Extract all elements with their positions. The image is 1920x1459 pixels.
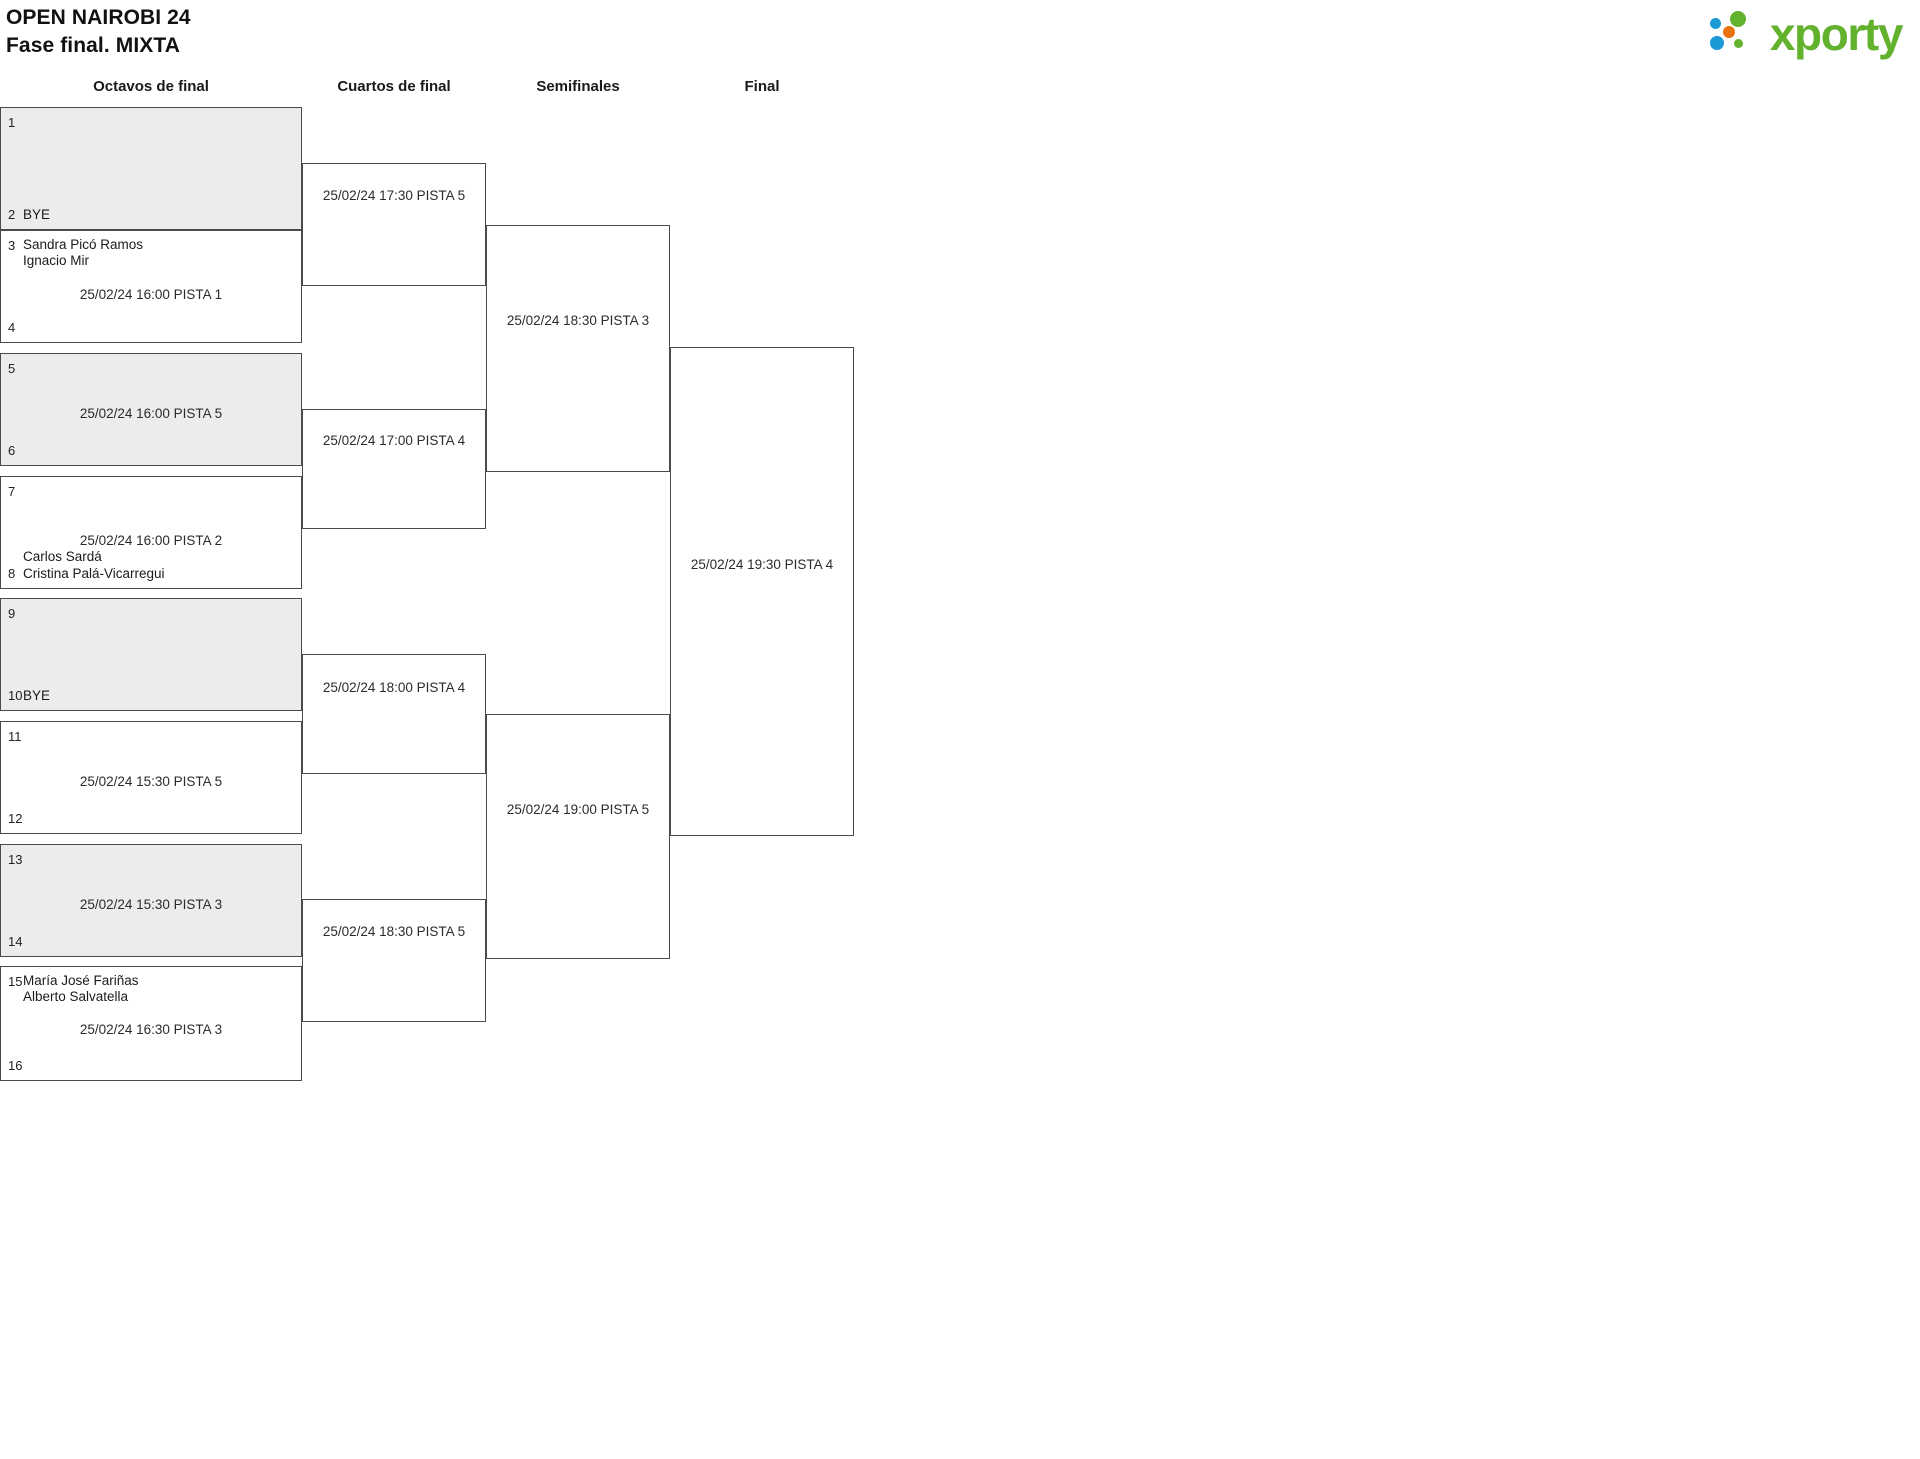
seed-number: 9: [8, 606, 16, 621]
seed-number: 10: [8, 688, 23, 703]
round-header-octavos: Octavos de final: [93, 78, 209, 95]
match-info: 25/02/24 19:30 PISTA 4: [690, 557, 834, 572]
match-info: 25/02/24 19:00 PISTA 5: [506, 802, 650, 817]
logo-wordmark: xporty: [1769, 8, 1904, 60]
seed-number: 8: [8, 566, 16, 581]
phase-title: Fase final. MIXTA: [6, 33, 181, 57]
qf-match-2[interactable]: 25/02/24 17:00 PISTA 4: [302, 409, 486, 529]
seed-number: 13: [8, 852, 23, 867]
match-info: 25/02/24 17:00 PISTA 4: [322, 433, 466, 448]
seed-number: 3: [8, 238, 16, 253]
seed-number: 2: [8, 207, 16, 222]
qf-match-4[interactable]: 25/02/24 18:30 PISTA 5: [302, 899, 486, 1022]
seed-number: 15: [8, 974, 23, 989]
round-header-final: Final: [744, 78, 780, 95]
match-info: 25/02/24 16:00 PISTA 5: [79, 405, 223, 421]
match-info: 25/02/24 17:30 PISTA 5: [322, 188, 466, 203]
qf-match-1[interactable]: 25/02/24 17:30 PISTA 5: [302, 163, 486, 286]
r16-match-8[interactable]: 15 María José Fariñas Alberto Salvatella…: [0, 966, 302, 1081]
sf-match-1[interactable]: 25/02/24 18:30 PISTA 3: [486, 225, 670, 472]
logo-dots-icon: [1709, 10, 1762, 58]
tournament-title: OPEN NAIROBI 24: [6, 6, 191, 29]
final-match[interactable]: 25/02/24 19:30 PISTA 4: [670, 347, 854, 836]
seed-number: 5: [8, 361, 16, 376]
seed-number: 6: [8, 443, 16, 458]
r16-match-6[interactable]: 11 12 25/02/24 15:30 PISTA 5: [0, 721, 302, 834]
seed-number: 12: [8, 811, 23, 826]
r16-match-1[interactable]: 1 2 BYE: [0, 107, 302, 230]
sf-match-2[interactable]: 25/02/24 19:00 PISTA 5: [486, 714, 670, 959]
seed-number: 4: [8, 320, 16, 335]
team-name: BYE: [23, 206, 51, 222]
seed-number: 11: [8, 729, 22, 744]
qf-match-3[interactable]: 25/02/24 18:00 PISTA 4: [302, 654, 486, 774]
team-name: Carlos Sardá Cristina Palá-Vicarregui: [23, 549, 165, 581]
match-info: 25/02/24 18:00 PISTA 4: [322, 680, 466, 695]
page-title: OPEN NAIROBI 24 Fase final. MIXTA: [6, 4, 191, 59]
team-name: María José Fariñas Alberto Salvatella: [23, 973, 139, 1005]
r16-match-3[interactable]: 5 6 25/02/24 16:00 PISTA 5: [0, 353, 302, 466]
r16-match-7[interactable]: 13 14 25/02/24 15:30 PISTA 3: [0, 844, 302, 957]
match-info: 25/02/24 16:00 PISTA 1: [79, 286, 223, 302]
round-header-cuartos: Cuartos de final: [337, 78, 451, 95]
match-info: 25/02/24 16:30 PISTA 3: [79, 1021, 223, 1037]
r16-match-5[interactable]: 9 10 BYE: [0, 598, 302, 711]
match-info: 25/02/24 15:30 PISTA 3: [79, 896, 223, 912]
team-name: Sandra Picó Ramos Ignacio Mir: [23, 237, 144, 269]
round-header-semifinales: Semifinales: [536, 78, 620, 95]
match-info: 25/02/24 16:00 PISTA 2: [79, 532, 223, 548]
seed-number: 7: [8, 484, 16, 499]
seed-number: 16: [8, 1058, 23, 1073]
seed-number: 1: [8, 115, 16, 130]
seed-number: 14: [8, 934, 23, 949]
team-name: BYE: [23, 687, 51, 703]
match-info: 25/02/24 18:30 PISTA 3: [506, 313, 650, 328]
match-info: 25/02/24 15:30 PISTA 5: [79, 773, 223, 789]
r16-match-2[interactable]: 3 Sandra Picó Ramos Ignacio Mir 4 25/02/…: [0, 230, 302, 343]
r16-match-4[interactable]: 7 8 Carlos Sardá Cristina Palá-Vicarregu…: [0, 476, 302, 589]
xporty-logo: xporty: [1709, 6, 1904, 62]
match-info: 25/02/24 18:30 PISTA 5: [322, 924, 466, 939]
